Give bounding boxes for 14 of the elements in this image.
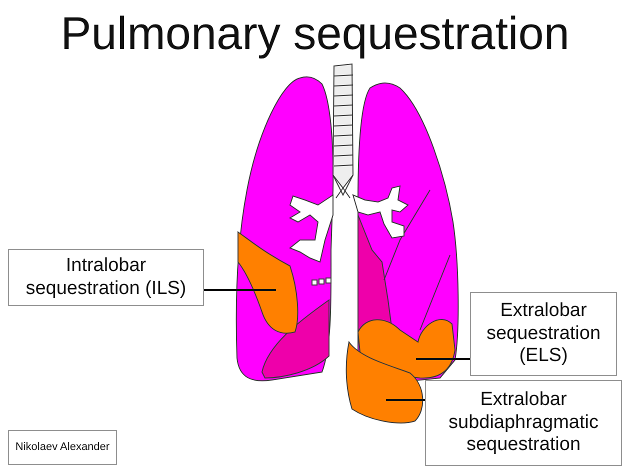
leader-line	[386, 399, 425, 401]
sequestration-region	[346, 342, 424, 424]
author-name: Nikolaev Alexander	[15, 440, 110, 454]
author-box	[8, 430, 117, 465]
sequestration-region	[238, 232, 298, 334]
callout-text: Intralobar sequestration (ILS)	[24, 254, 188, 300]
sequestration-region	[358, 319, 456, 379]
leader-line	[204, 289, 276, 291]
callout-text: Extralobar subdiaphragmatic sequestration	[448, 388, 600, 458]
callout-box	[425, 380, 622, 466]
callout-box	[8, 249, 204, 306]
callout-text: Extralobar sequestration (ELS)	[485, 300, 602, 368]
callout-box	[470, 292, 617, 376]
title: Pulmonary sequestration	[60, 6, 570, 60]
